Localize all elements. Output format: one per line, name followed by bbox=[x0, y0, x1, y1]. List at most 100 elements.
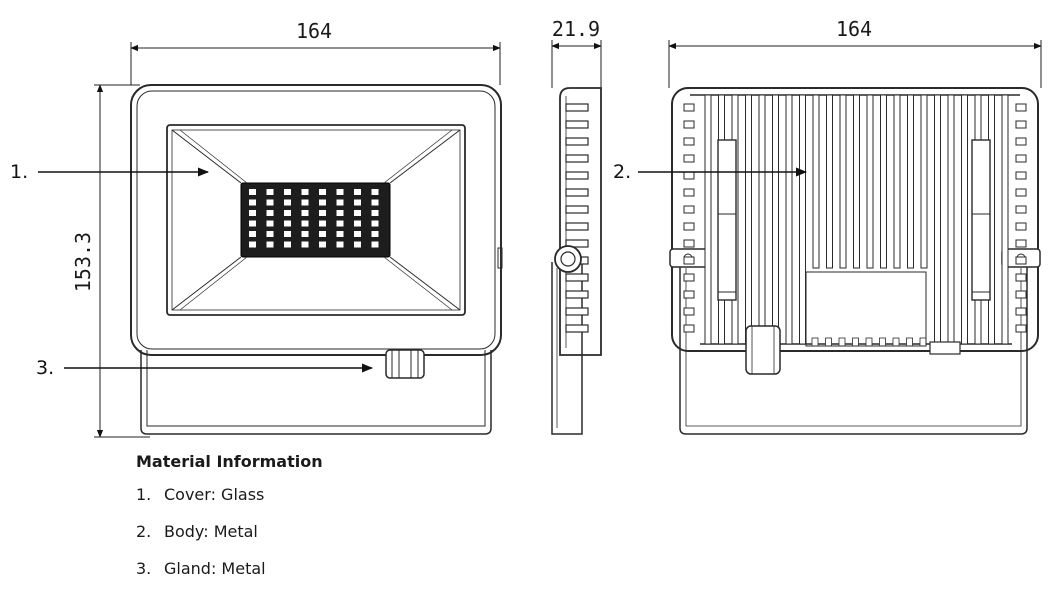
back-fins bbox=[683, 94, 1027, 347]
back-fin-left bbox=[683, 120, 695, 129]
back-fin-right bbox=[1015, 103, 1027, 112]
back-fin bbox=[785, 94, 793, 345]
led-chip bbox=[249, 199, 256, 206]
led-chip bbox=[284, 210, 291, 216]
side-fin bbox=[565, 171, 589, 180]
back-fin-left bbox=[683, 273, 695, 282]
side-fin bbox=[565, 154, 589, 163]
side-view bbox=[551, 87, 602, 435]
led-chip bbox=[249, 189, 256, 195]
led-chip bbox=[371, 220, 379, 227]
callout-3: 3. bbox=[36, 357, 374, 379]
led-chip bbox=[284, 189, 291, 195]
side-fin bbox=[565, 222, 589, 231]
side-fin bbox=[565, 239, 589, 248]
back-fin-right bbox=[1015, 307, 1027, 316]
back-fin bbox=[880, 94, 887, 269]
side-fin bbox=[565, 120, 589, 129]
callout-1: 1. bbox=[10, 161, 210, 183]
led-chip bbox=[301, 241, 309, 248]
led-chip bbox=[266, 210, 274, 216]
back-fin bbox=[920, 94, 928, 269]
back-fin bbox=[934, 94, 941, 345]
back-fin bbox=[961, 94, 968, 345]
callout-1-label: 1. bbox=[10, 161, 28, 183]
callout-3-label: 3. bbox=[36, 357, 54, 379]
back-view bbox=[669, 87, 1041, 435]
material-information-title: Material Information bbox=[136, 452, 323, 471]
back-fin-left bbox=[683, 103, 695, 112]
side-fin bbox=[565, 205, 589, 214]
led-chip bbox=[319, 231, 326, 237]
led-chip bbox=[354, 189, 361, 195]
back-fin-right bbox=[1015, 188, 1027, 197]
material-list: 1.Cover: Glass 2.Body: Metal 3.Gland: Me… bbox=[136, 485, 323, 596]
back-fin-right bbox=[1015, 324, 1027, 333]
led-chip bbox=[301, 199, 309, 206]
dimension-back-width-label: 164 bbox=[836, 17, 872, 41]
led-chip bbox=[249, 231, 256, 237]
back-fin bbox=[853, 94, 860, 269]
led-chip bbox=[266, 220, 274, 227]
back-fin bbox=[745, 94, 752, 345]
dimension-side-depth-label: 21.9 bbox=[552, 17, 600, 41]
led-grid bbox=[249, 189, 379, 248]
led-chip bbox=[371, 231, 379, 237]
led-chip bbox=[319, 241, 326, 248]
led-chip bbox=[336, 220, 344, 227]
back-fin-right bbox=[1015, 273, 1027, 282]
side-fin bbox=[565, 290, 589, 299]
material-item-body: 2. Body: Metal bbox=[136, 522, 323, 559]
back-fin-left bbox=[683, 205, 695, 214]
back-fin bbox=[758, 94, 766, 345]
side-fin bbox=[565, 307, 589, 316]
back-fin-left bbox=[683, 222, 695, 231]
led-chip bbox=[266, 241, 274, 248]
back-rib bbox=[717, 139, 737, 301]
side-fins bbox=[565, 103, 589, 333]
back-fin-right bbox=[1015, 137, 1027, 146]
led-chip bbox=[301, 220, 309, 227]
callout-2-label: 2. bbox=[613, 161, 631, 183]
callout-2: 2. bbox=[613, 161, 808, 183]
dimension-height-label: 153.3 bbox=[71, 232, 95, 292]
material-item-text: Body: Metal bbox=[164, 522, 258, 541]
back-fin-left bbox=[683, 154, 695, 163]
side-fin bbox=[565, 324, 589, 333]
back-fin-left bbox=[683, 137, 695, 146]
led-chip bbox=[336, 241, 344, 248]
led-chip bbox=[354, 220, 361, 227]
led-chip bbox=[301, 189, 309, 195]
led-chip bbox=[371, 241, 379, 248]
back-fin-right bbox=[1015, 239, 1027, 248]
led-chip bbox=[319, 189, 326, 195]
material-item-number: 1. bbox=[136, 485, 152, 504]
dimension-height bbox=[94, 84, 150, 438]
led-chip bbox=[319, 210, 326, 216]
back-rib bbox=[971, 139, 991, 301]
led-chip bbox=[266, 231, 274, 237]
back-fin-right bbox=[1015, 290, 1027, 299]
led-chip bbox=[284, 241, 291, 248]
material-information: Material Information 1.Cover: Glass 2.Bo… bbox=[136, 452, 323, 596]
back-fin-left bbox=[683, 256, 695, 265]
material-item-text: Gland: Metal bbox=[164, 559, 266, 578]
back-fin bbox=[839, 94, 847, 269]
led-chip bbox=[336, 231, 344, 237]
material-item-gland: 3. Gland: Metal bbox=[136, 559, 323, 596]
back-fin bbox=[1001, 94, 1009, 345]
material-item-number: 3. bbox=[136, 559, 152, 578]
led-chip bbox=[354, 241, 361, 248]
led-chip bbox=[354, 231, 361, 237]
side-fin bbox=[565, 188, 589, 197]
led-chip bbox=[371, 210, 379, 216]
led-chip bbox=[301, 210, 309, 216]
led-chip bbox=[371, 199, 379, 206]
led-chip bbox=[249, 241, 256, 248]
led-chip bbox=[266, 189, 274, 195]
material-item-number: 2. bbox=[136, 522, 152, 541]
back-fin bbox=[799, 94, 806, 345]
led-chip bbox=[336, 199, 344, 206]
back-fin-right bbox=[1015, 256, 1027, 265]
back-fin bbox=[893, 94, 901, 269]
